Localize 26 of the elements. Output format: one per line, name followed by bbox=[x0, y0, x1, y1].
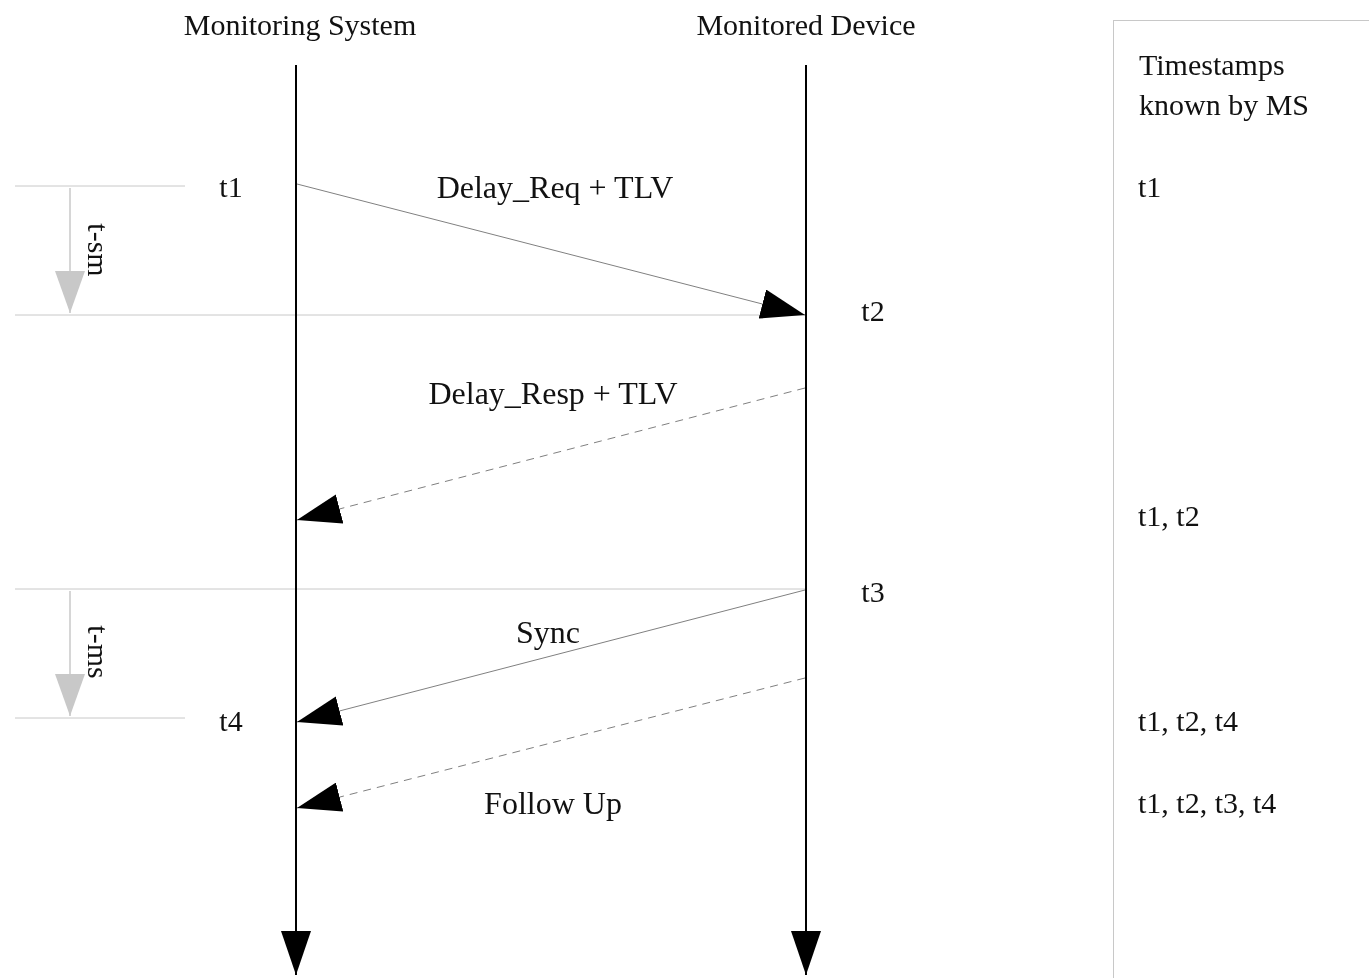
timestamp-label: t2 bbox=[861, 296, 885, 326]
lifeline-arrow bbox=[791, 931, 821, 976]
side-panel bbox=[1113, 20, 1369, 978]
timestamp-list: t1, t2 bbox=[1138, 501, 1200, 531]
message-arrow bbox=[296, 387, 806, 524]
heading-text: Monitoring System bbox=[182, 6, 418, 43]
edge-label: Follow Up bbox=[484, 787, 622, 819]
heading-text: Timestamps known by MS bbox=[1139, 47, 1311, 123]
interval-label: t-sm bbox=[83, 223, 113, 277]
edge-label: Delay_Resp + TLV bbox=[428, 377, 678, 409]
interval-label: t-ms bbox=[83, 625, 113, 679]
heading-text: Monitored Device bbox=[695, 6, 917, 43]
timestamp-list: t1, t2, t3, t4 bbox=[1138, 788, 1277, 818]
message-arrow bbox=[296, 183, 806, 319]
timestamp-list: t1 bbox=[1138, 172, 1162, 202]
edge-label: Delay_Req + TLV bbox=[436, 171, 674, 203]
lifeline-bar bbox=[295, 65, 297, 932]
timestamp-label: t4 bbox=[219, 706, 243, 736]
message-arrow bbox=[296, 677, 806, 812]
message-arrow bbox=[296, 589, 806, 726]
timestamp-label: t3 bbox=[861, 577, 885, 607]
lifeline-arrow bbox=[281, 931, 311, 976]
timestamp-label: t1 bbox=[219, 172, 243, 202]
timestamp-list: t1, t2, t4 bbox=[1138, 706, 1238, 736]
edge-label: Sync bbox=[516, 616, 580, 648]
lifeline-bar bbox=[805, 65, 807, 932]
